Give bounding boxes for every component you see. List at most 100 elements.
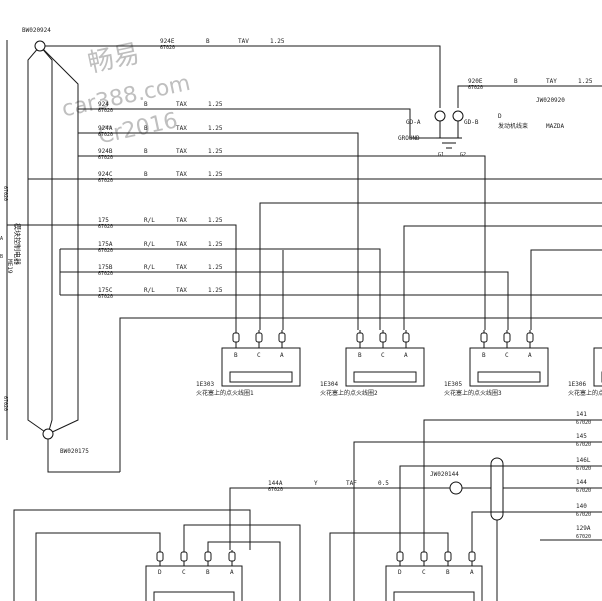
wire-color: B [144,125,148,132]
coil-pin-shell [278,332,286,343]
splice-markers [34,40,504,521]
ground-symbol: GD-A GD-B GROUND G1 G2 [398,110,479,158]
wire-size: 1.25 [208,241,223,248]
watermark-line-1: 畅易 [85,39,142,79]
coil-4: BCA1E306火花塞上的点火线圈4 [568,347,602,397]
right-label-146L: 146L 67020 [576,457,591,472]
connector-pin-shell [444,551,452,562]
left-module-pin-a: A [0,236,3,242]
wire-color: B [206,38,210,45]
connector-pin-label: B [206,569,210,576]
wire-id: 175 [98,217,109,224]
connector-plate [153,591,235,601]
wire-id: 175C [98,287,113,294]
right-wire-id: 141 [576,411,587,418]
wire-sub: 67020 [160,45,175,51]
coil-pin-shell [503,332,511,343]
wire-type: TAF [346,480,357,487]
wire-type: TAX [176,125,187,132]
right-wire-sub: 67020 [576,488,591,494]
coil-pin-label: B [234,352,238,359]
right-wire-sub: 67020 [576,466,591,472]
coil-plate [353,371,417,383]
wire-size: 0.5 [378,480,389,487]
connector-pin-label: B [446,569,450,576]
watermark: 畅易 car388.com Cr2016 [60,39,193,150]
wire-type: TAX [176,287,187,294]
coil-pin-shell [255,332,263,343]
wire-id: 924B [98,148,113,155]
coil-code: 1E305 [444,381,462,388]
coil-pin-label: C [257,352,261,359]
coil-pin-shell [480,332,488,343]
left-upper-code: 67020 [2,186,8,201]
wire-id: 924 [98,101,109,108]
ground-a-label: GD-A [406,119,421,126]
wire-id: 924E [160,38,175,45]
connector-pin-shell [204,551,212,562]
coil-pin-shell [526,332,534,343]
engine-harness-name: 发动机线束 [498,122,528,130]
wire-type: TAX [176,241,187,248]
ground-b-label: GD-B [464,119,479,126]
coil-pin-shell [232,332,240,343]
right-wire-id: 146L [576,457,591,464]
connector-pin-label: C [422,569,426,576]
wire-id: 144A [268,480,283,487]
connector-pin-shell [228,551,236,562]
wire-sub: 67020 [98,178,113,184]
splice-mid-label: JW020144 [430,471,459,478]
splice-right-label: JW020920 [536,97,565,104]
coil-plate [229,371,293,383]
wire-sub: 67020 [98,248,113,254]
coil-plate [477,371,541,383]
left-module-pin-b: B [0,254,3,260]
wire-size: 1.25 [578,78,593,85]
ground-g2-label: G2 [460,152,466,158]
connector-pin-label: A [230,569,234,576]
wire-type: TAX [176,148,187,155]
coil-name: 火花塞上的点火线圈2 [320,389,378,397]
wire-color: B [144,171,148,178]
wire-sub: 67020 [98,155,113,161]
right-label-141: 141 67020 [576,411,591,426]
wire-sub: 67020 [268,487,283,493]
wire-size: 1.25 [208,171,223,178]
wire-id: 924A [98,125,113,132]
wire-sub: 67020 [98,271,113,277]
connector-pin-shell [156,551,164,562]
coil-pin-label: A [528,352,532,359]
left-module: 67020 67020 模块控制电器 ME19 A B [0,186,22,411]
coil-pin-label: B [358,352,362,359]
wire-size: 1.25 [270,38,285,45]
coil-code: 1E304 [320,381,338,388]
coil-code: 1E306 [568,381,586,388]
wire-id: 175B [98,264,113,271]
left-lower-code: 67020 [2,396,8,411]
engine-harness-brand: MAZDA [546,123,564,130]
connector-pin-label: A [470,569,474,576]
wire-id: 924C [98,171,113,178]
wire-size: 1.25 [208,287,223,294]
connector-pin-label: D [398,569,402,576]
wire-type: TAY [546,78,557,85]
ground-g1-label: G1 [438,152,444,158]
connector-plate [393,591,475,601]
wire-color: B [514,78,518,85]
right-wire-sub: 67020 [576,420,591,426]
